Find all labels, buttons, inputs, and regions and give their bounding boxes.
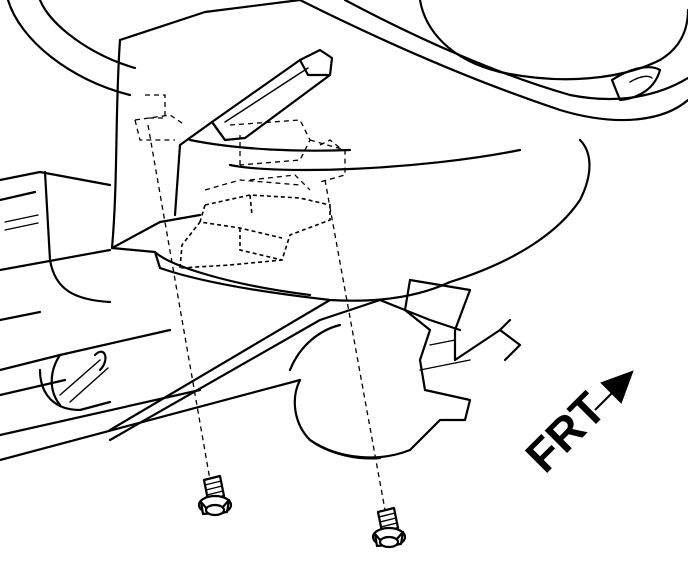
- steering-wheel-rim: [6, 0, 688, 122]
- bolt-left: [197, 474, 233, 517]
- bolt-right: [371, 506, 407, 549]
- fastener-centerlines: [147, 124, 386, 511]
- front-label: FRT: [515, 382, 615, 482]
- hidden-module-outline: [179, 194, 331, 269]
- arrow-up-right-icon: [594, 370, 634, 411]
- hidden-bracket-outline: [134, 94, 346, 191]
- front-orientation-indicator: FRT: [515, 370, 634, 482]
- lower-support-structure: [0, 278, 522, 462]
- column-shroud: [110, 0, 591, 302]
- left-dash-panel: [0, 170, 172, 412]
- tilt-lever: [173, 48, 334, 217]
